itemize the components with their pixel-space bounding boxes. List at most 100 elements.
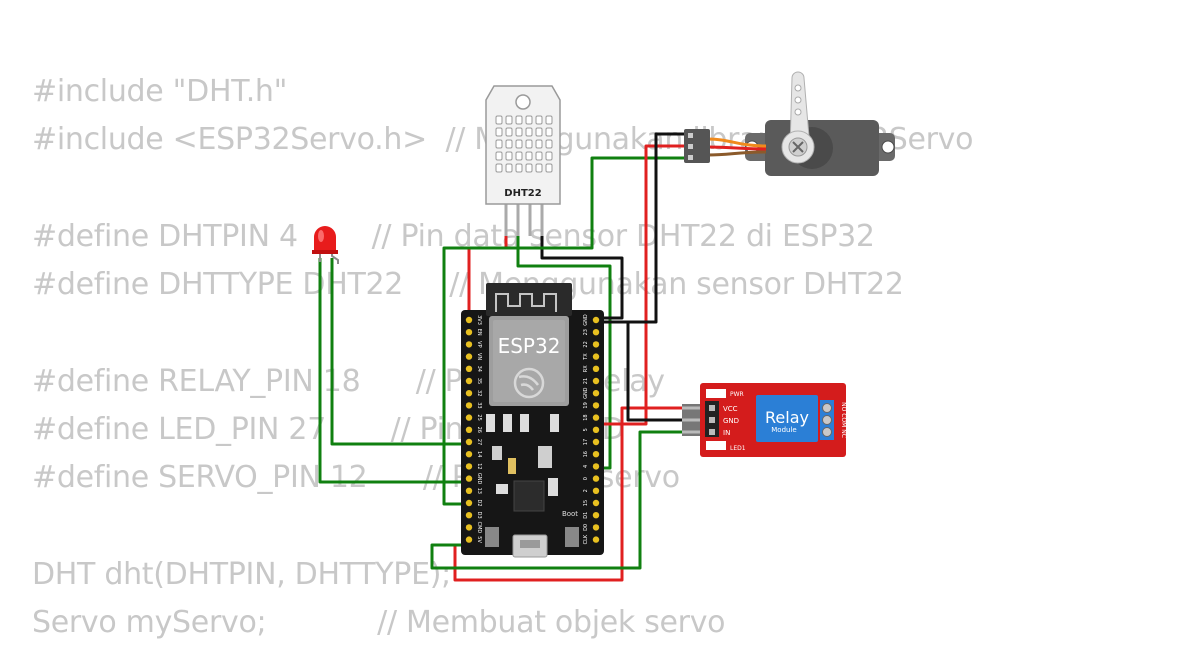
- esp32-pin-left-33[interactable]: [465, 402, 473, 409]
- dht22-vent-slot: [495, 139, 503, 149]
- esp32-pin-left-26[interactable]: [465, 426, 473, 433]
- dht22-vent-slot: [525, 151, 533, 161]
- dht22-vent-slot: [505, 139, 513, 149]
- dht22-vent-slot: [495, 115, 503, 125]
- wire-led-anode[interactable]: [330, 258, 469, 446]
- esp32-pin-headers: 3V3ENVPVN343532332526271412GND13D2D3CMD5…: [465, 314, 600, 544]
- dht22-vent-slot: [515, 115, 523, 125]
- relay-led-pwr-label: PWR: [730, 391, 744, 398]
- esp32-pin-right-5[interactable]: [592, 426, 600, 433]
- wire-relay-in[interactable]: [430, 430, 704, 570]
- esp32-pin-label: VP: [476, 341, 482, 347]
- esp32-pin-left-en[interactable]: [465, 329, 473, 336]
- esp32-pin-left-12[interactable]: [465, 463, 473, 470]
- esp32-pin-right-clk[interactable]: [592, 536, 600, 543]
- relay-terminal-labels: NO COM NC: [840, 402, 847, 438]
- dht22-vent-slot: [495, 163, 503, 173]
- esp32-pin-right-tx[interactable]: [592, 353, 600, 360]
- dht22-vent-slot: [535, 151, 543, 161]
- esp32-label: ESP32: [498, 334, 561, 358]
- esp32-boot-button[interactable]: [565, 527, 579, 547]
- esp32-pin-label: D2: [476, 499, 482, 506]
- esp32-en-button[interactable]: [485, 527, 499, 547]
- dht22-vent-slot: [535, 139, 543, 149]
- wire-led-cathode[interactable]: [318, 258, 469, 484]
- esp32-pin-left-5v[interactable]: [465, 536, 473, 543]
- relay-block: [756, 395, 818, 442]
- esp32-pin-right-23[interactable]: [592, 329, 600, 336]
- esp32-pin-left-13[interactable]: [465, 487, 473, 494]
- esp32-pin-label: RX: [583, 365, 589, 372]
- servo-connector: [684, 129, 710, 163]
- esp32-pin-label: D1: [583, 512, 589, 519]
- esp32-pin-right-15[interactable]: [592, 499, 600, 507]
- esp32-board[interactable]: ESP32 Boot 3V3ENVPVN343532332526271412GN…: [461, 283, 604, 558]
- dht22-vent-slot: [535, 115, 543, 125]
- wire-dht-data[interactable]: [516, 232, 612, 470]
- dht22-vent-slot: [545, 139, 553, 149]
- led-body: [314, 226, 336, 252]
- esp32-pin-right-d1[interactable]: [592, 512, 600, 519]
- esp32-pin-right-gnd[interactable]: [592, 390, 600, 397]
- esp32-pin-right-gnd[interactable]: [592, 316, 600, 324]
- esp32-pin-label: 12: [476, 463, 482, 469]
- esp32-pin-left-25[interactable]: [465, 414, 473, 421]
- esp32-pin-label: 34: [476, 366, 482, 372]
- esp32-pin-right-21[interactable]: [592, 377, 600, 385]
- dht22-vent-slot: [545, 163, 553, 173]
- code-line: #include "DHT.h": [32, 74, 288, 109]
- esp32-pin-left-32[interactable]: [465, 390, 473, 397]
- dht22-vent-slot: [545, 151, 553, 161]
- esp32-pin-label: 21: [583, 378, 589, 384]
- esp32-pin-label: 15: [583, 500, 589, 506]
- esp32-pin-label: 23: [583, 329, 589, 335]
- esp32-pin-label: 14: [476, 451, 482, 457]
- esp32-pin-left-vn[interactable]: [465, 353, 473, 360]
- dht22-vent-slot: [495, 127, 503, 137]
- esp32-pin-label: 26: [476, 427, 482, 433]
- esp32-pin-left-cmd[interactable]: [465, 524, 473, 531]
- esp32-pin-label: 27: [476, 439, 482, 445]
- esp32-pin-right-22[interactable]: [592, 341, 600, 348]
- code-line: DHT dht(DHTPIN, DHTTYPE);: [32, 556, 451, 592]
- esp32-pin-right-rx[interactable]: [592, 365, 600, 372]
- esp32-pin-right-d0[interactable]: [592, 524, 600, 531]
- esp32-pin-right-2[interactable]: [592, 487, 600, 494]
- esp32-pin-left-3v3[interactable]: [465, 316, 473, 324]
- wires: [318, 132, 704, 582]
- esp32-pin-label: 5: [583, 428, 589, 431]
- esp32-pin-right-16[interactable]: [592, 451, 600, 458]
- dht22-sensor[interactable]: DHT22: [485, 85, 561, 236]
- esp32-pin-right-19[interactable]: [592, 402, 600, 409]
- esp32-pin-right-17[interactable]: [592, 438, 600, 446]
- esp32-pin-left-14[interactable]: [465, 451, 473, 458]
- esp32-pin-left-34[interactable]: [465, 365, 473, 372]
- terminal-screw-icon: [822, 403, 832, 413]
- relay-module[interactable]: PWR VCC GND IN LED1 Relay Module NO COM …: [682, 383, 847, 457]
- esp32-pin-label: CLK: [583, 534, 589, 544]
- servo-motor[interactable]: [684, 71, 895, 176]
- dht22-vent-slot: [525, 163, 533, 173]
- esp32-pin-left-27[interactable]: [465, 438, 473, 446]
- circuit-diagram: DHT22 ESP32: [312, 71, 895, 582]
- esp32-pin-label: 5V: [476, 536, 482, 543]
- red-led[interactable]: [312, 226, 339, 264]
- dht22-vent-slot: [525, 127, 533, 137]
- esp32-pin-left-d2[interactable]: [465, 499, 473, 507]
- esp32-pin-right-18[interactable]: [592, 414, 600, 421]
- relay-title: Relay: [765, 408, 809, 427]
- wire-servo-gnd[interactable]: [596, 132, 686, 324]
- esp32-pin-label: 35: [476, 378, 482, 384]
- wire-servo-signal[interactable]: [442, 156, 686, 506]
- esp32-pin-left-vp[interactable]: [465, 341, 473, 348]
- wire-relay-gnd[interactable]: [626, 322, 704, 422]
- servo-cable-orange: [707, 137, 767, 148]
- terminal-screw-icon: [822, 427, 832, 437]
- esp32-pin-right-0[interactable]: [592, 475, 600, 482]
- esp32-pin-left-d3[interactable]: [465, 512, 473, 519]
- esp32-pin-right-4[interactable]: [592, 463, 600, 470]
- relay-pin-in-label: IN: [723, 429, 730, 437]
- esp32-pin-left-35[interactable]: [465, 377, 473, 385]
- esp32-pin-left-gnd[interactable]: [465, 475, 473, 482]
- dht22-vent-slot: [515, 127, 523, 137]
